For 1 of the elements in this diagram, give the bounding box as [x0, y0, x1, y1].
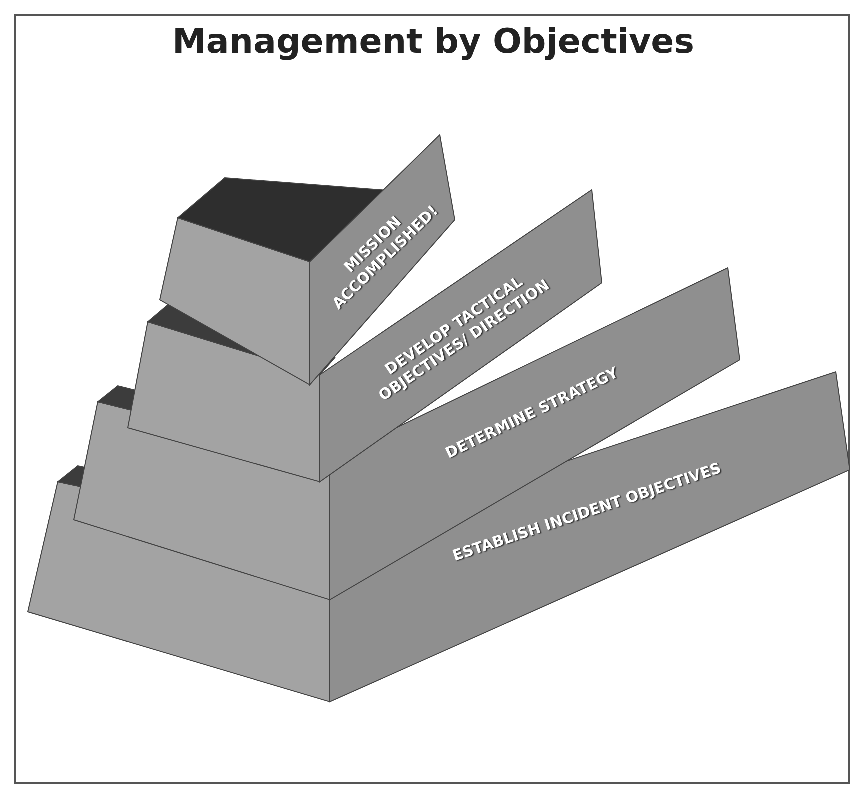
title: Management by Objectives	[172, 22, 696, 62]
